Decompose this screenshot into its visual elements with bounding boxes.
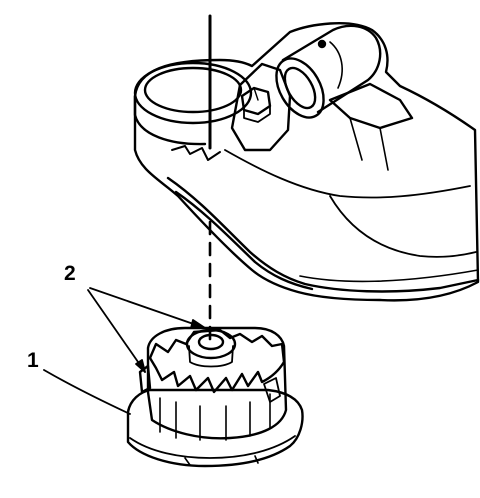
leader-arrowhead-2a [135,359,146,373]
leader-line-1 [43,369,131,415]
pivot-shaft [281,24,382,114]
leader-line-2a [87,289,146,373]
callout-label-2: 2 [64,262,76,285]
shaft-hole [317,39,327,49]
arm-flange-line-3 [299,269,479,283]
boot-base-lower-edge [129,435,296,459]
bushing-ring-wall [133,94,207,146]
arm-tab-edge [349,117,389,171]
bushing-ring-inner [143,66,243,114]
boot-crown [148,328,286,394]
control-arm-outline [133,22,480,302]
leader-lines [43,287,206,415]
arm-inner-contour-2 [329,195,477,258]
callout-label-1: 1 [27,349,39,372]
mounting-bracket [230,62,292,152]
boot-side-clip [138,364,152,394]
bushing-ring-outer [133,61,253,125]
pivot-shaft-end [275,57,325,119]
arm-cut-edge [171,145,221,161]
arm-inner-contour [224,149,471,199]
boot-socket-inner [197,333,225,351]
pivot-shaft-end-inner [283,66,317,110]
arm-flange-line-2 [174,190,314,291]
boot-side-clip-2 [263,377,281,403]
arm-flange-line-1 [166,176,480,293]
boot-body [146,326,288,440]
bolt-head [240,86,272,123]
boot-base-flange [126,388,304,468]
control-arm [133,22,480,302]
shaft-groove [329,41,343,89]
boot-base-inner-edge [184,455,259,466]
leader-arrowhead-2b [190,319,206,329]
boot-socket-outer [185,328,237,360]
leader-line-2b [89,287,206,329]
boot-socket-neck [188,345,234,368]
ball-joint-boot [126,326,304,468]
arm-tab [328,82,414,130]
boot-ribs [159,393,271,441]
